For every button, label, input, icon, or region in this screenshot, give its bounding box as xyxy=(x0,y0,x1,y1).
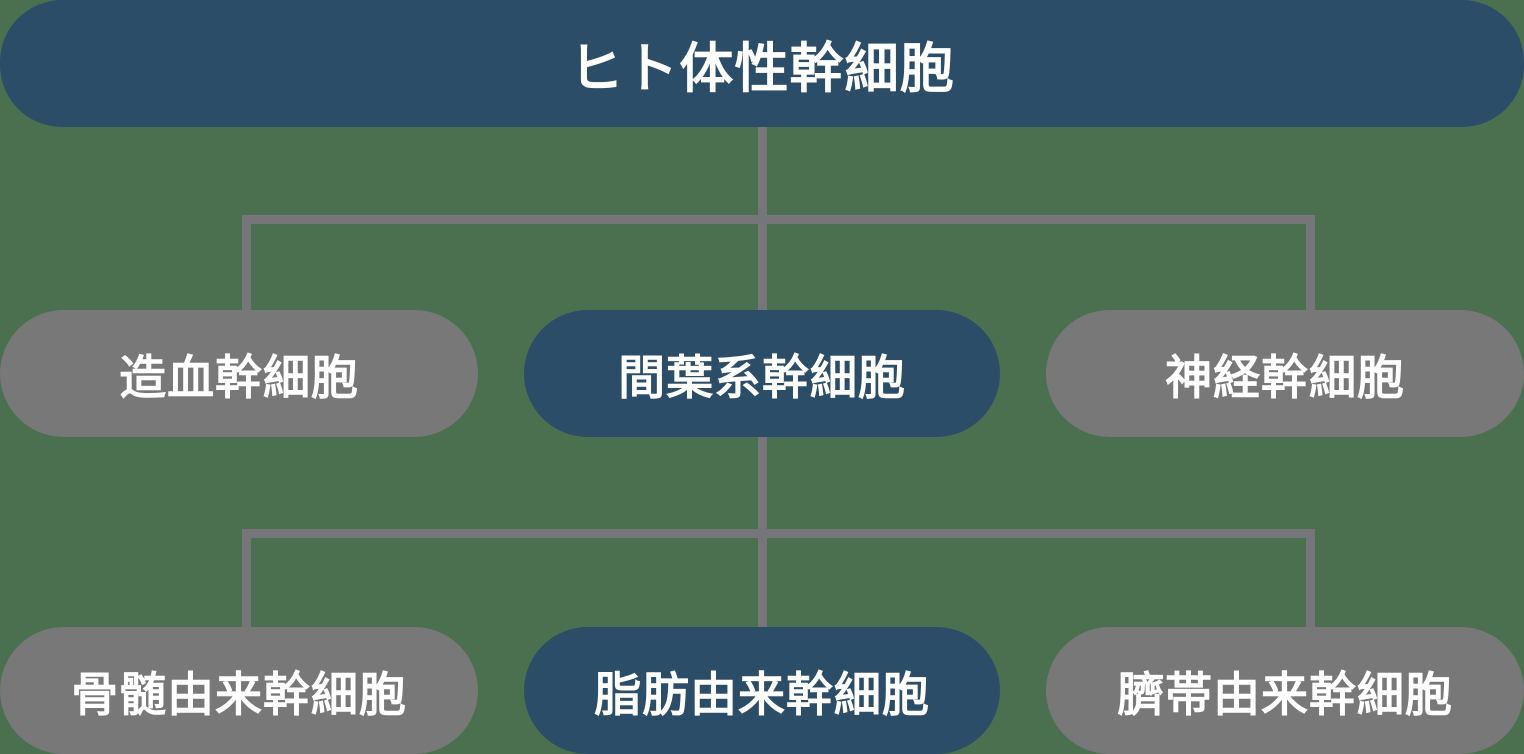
connector-drop-mesenchymal xyxy=(758,215,767,311)
connector-drop-hematopoietic xyxy=(242,215,251,311)
connector-drop-bonemarrow xyxy=(242,529,251,628)
node-mesenchymal-stem-cell: 間葉系幹細胞 xyxy=(524,310,1000,437)
connector-drop-umbilical xyxy=(1306,529,1315,628)
connector-bus-tier3 xyxy=(242,529,1315,538)
node-bone-marrow-derived-stem-cell: 骨髄由来幹細胞 xyxy=(0,627,478,754)
node-umbilical-cord-derived-stem-cell: 臍帯由来幹細胞 xyxy=(1046,627,1524,754)
connector-bus-tier2 xyxy=(242,215,1315,224)
connector-mesenchymal-to-bus xyxy=(758,437,767,533)
node-adipose-derived-stem-cell: 脂肪由来幹細胞 xyxy=(524,627,1000,754)
connector-drop-adipose xyxy=(758,529,767,628)
node-human-somatic-stem-cell: ヒト体性幹細胞 xyxy=(0,0,1524,127)
node-neural-stem-cell: 神経幹細胞 xyxy=(1046,310,1524,437)
connector-drop-neural xyxy=(1306,215,1315,311)
node-hematopoietic-stem-cell: 造血幹細胞 xyxy=(0,310,478,437)
connector-root-to-bus xyxy=(758,127,767,223)
